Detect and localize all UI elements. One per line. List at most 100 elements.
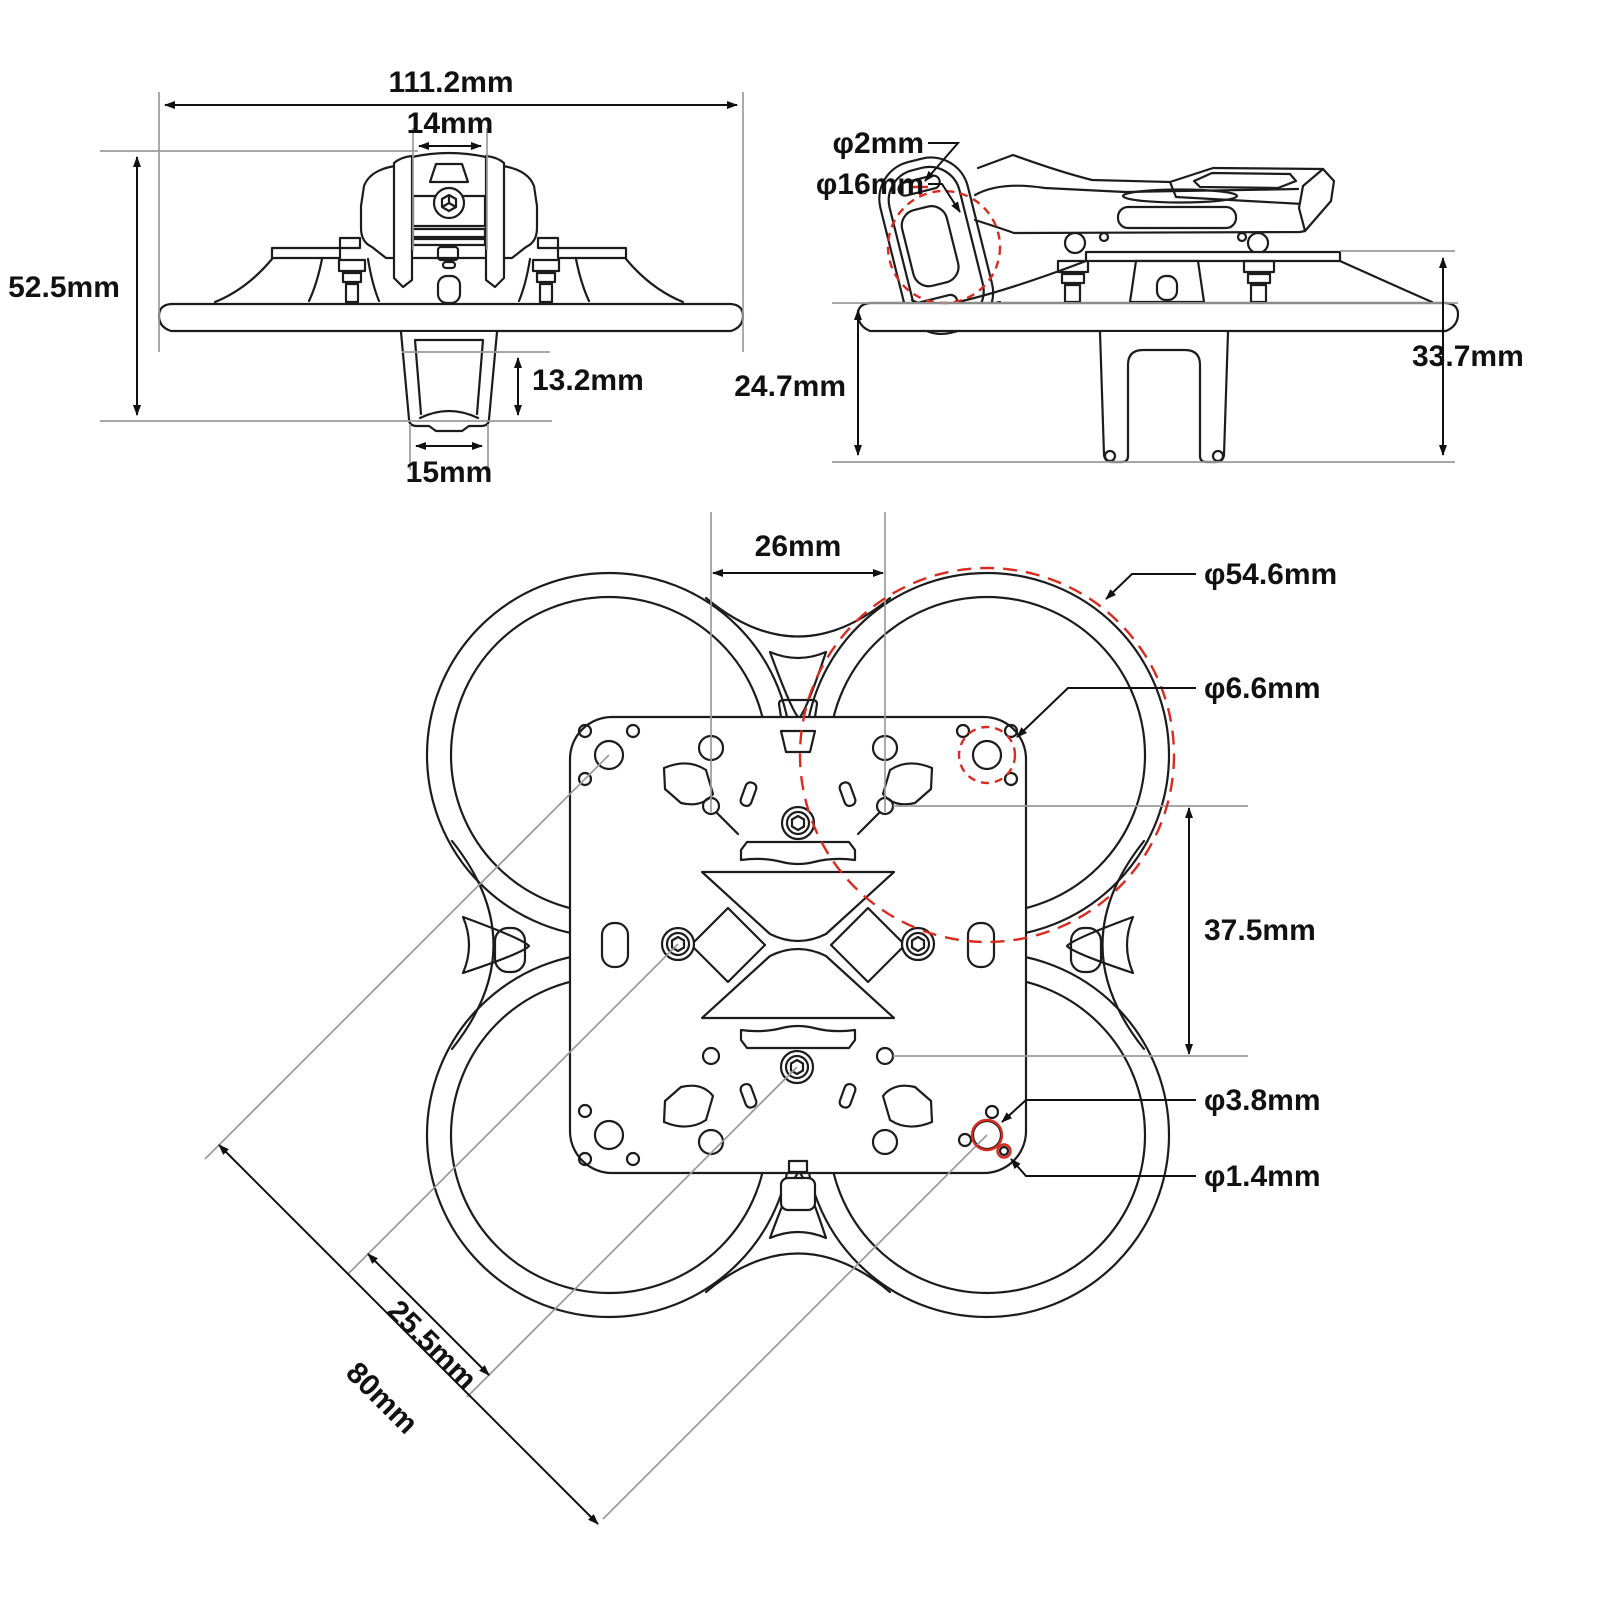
- leader-pin-hole: [1010, 1158, 1196, 1177]
- screw-head: [784, 1054, 810, 1080]
- screw-hex: [670, 935, 686, 953]
- center-post: [1128, 259, 1206, 304]
- front-drawing: [157, 151, 745, 433]
- angled-slot: [739, 1082, 758, 1109]
- screw-head: [665, 931, 691, 957]
- side-bolt-stack-right: [1242, 259, 1276, 304]
- dim-arrow-diagonal: [218, 1144, 599, 1525]
- dim-label-mount-width: 14mm: [407, 107, 494, 140]
- dim-label-battery-depth: 13.2mm: [532, 364, 644, 397]
- plate-mounting-holes: [697, 734, 899, 1156]
- camera-tab-slot: [779, 729, 817, 754]
- side-duct-deck: [856, 301, 1460, 333]
- standoff-ball-right: [1246, 231, 1270, 255]
- dim-label-row-spacing: 37.5mm: [1204, 914, 1316, 947]
- angled-slot: [838, 1082, 857, 1109]
- mid-plate-left: [270, 246, 342, 260]
- dim-label-duct-diameter: φ54.6mm: [1204, 558, 1337, 591]
- motor-hole-small: [577, 1103, 593, 1119]
- skirt-curves: [213, 257, 685, 304]
- plate-slot-right: [966, 921, 996, 969]
- motor-hole-small: [577, 723, 593, 739]
- duct-diameter-circle: [798, 566, 1176, 944]
- leader-motor-hole: [1016, 687, 1196, 738]
- dim-label-motor-hole: φ6.6mm: [1204, 672, 1321, 705]
- leader-strap-hole: [924, 142, 961, 182]
- angled-slots: [739, 781, 857, 1109]
- front-dimensions: 111.2mm 14mm 52.5mm 13.2mm 15mm: [8, 66, 738, 489]
- webbing-slot-right: [1069, 926, 1103, 974]
- webbing-slot-left: [493, 926, 527, 974]
- dim-label-hole-spacing: 26mm: [755, 530, 842, 563]
- fork-foot-left: [1103, 449, 1117, 463]
- frame-top-plate: [1084, 250, 1342, 263]
- bolt-stack-left: [337, 258, 367, 304]
- pin-hole-circle: [996, 1143, 1012, 1159]
- top-construction-lines: [204, 512, 1248, 1520]
- motor-hole-circle: [957, 725, 1017, 785]
- front-construction-lines: [100, 92, 744, 470]
- pylon-cap-left: [338, 236, 362, 250]
- canopy-screw-right: [1236, 231, 1248, 243]
- top-drawing: [425, 571, 1171, 1319]
- front-extension-lines: [100, 92, 744, 470]
- dim-label-mount-hole: φ3.8mm: [1204, 1084, 1321, 1117]
- bolt-stack-right: [531, 258, 561, 304]
- strap-hole-cross: [912, 179, 928, 195]
- top-extension-lines: [204, 512, 1248, 1520]
- motor-hole-small: [625, 723, 641, 739]
- dim-label-pin-hole: φ1.4mm: [1204, 1160, 1321, 1193]
- duct-deck: [157, 302, 745, 333]
- camera-plate-left: [392, 154, 414, 289]
- dim-label-grommet-ring: φ16mm: [816, 168, 924, 201]
- side-construction-lines: [832, 250, 1458, 463]
- strap-slot-bottom: [739, 1024, 857, 1050]
- dim-label-total-width: 111.2mm: [388, 66, 513, 99]
- motor-hole-small: [625, 1151, 641, 1167]
- screw-hex: [790, 814, 806, 832]
- front-view: 111.2mm 14mm 52.5mm 13.2mm 15mm: [8, 66, 745, 489]
- webbing-saddles: [450, 596, 1146, 1294]
- main-plate: [568, 715, 1028, 1175]
- canopy-ridge: [973, 153, 1172, 197]
- motor-hole-center: [971, 739, 1003, 771]
- motor-hole-small: [577, 771, 593, 787]
- canopy-side-slot: [1116, 205, 1238, 230]
- dim-label-total-height: 52.5mm: [8, 271, 120, 304]
- top-dimensions: 26mm 37.5mm φ54.6mm φ6.6mm φ3.8mm φ1.4mm…: [218, 530, 1337, 1525]
- dim-label-diagonal: 80mm: [339, 1356, 424, 1441]
- plate-bottom-tab: [779, 1176, 817, 1212]
- dim-label-strap-hole: φ2mm: [833, 127, 925, 160]
- stack-screw-right: [900, 926, 936, 962]
- side-dimensions: φ2mm φ16mm 24.7mm 33.7mm: [734, 127, 1524, 456]
- motor-hole-small: [955, 723, 971, 739]
- motor-pad-front-left: [577, 723, 641, 787]
- plate-bottom-notch: [787, 1159, 809, 1174]
- top-view: 26mm 37.5mm φ54.6mm φ6.6mm φ3.8mm φ1.4mm…: [204, 512, 1337, 1525]
- battery-mount: [399, 330, 499, 433]
- top-red-highlights: [798, 566, 1176, 1159]
- canopy-screw-left: [1098, 231, 1110, 243]
- motor-hole-small: [984, 1104, 1000, 1120]
- leader-duct-diameter: [1105, 573, 1196, 600]
- x-brace-cutouts: [689, 870, 907, 1020]
- motor-hole-center: [593, 1119, 625, 1151]
- dim-label-battery-width: 15mm: [406, 456, 493, 489]
- plate-top-tab: [777, 698, 819, 719]
- battery-fork: [1098, 330, 1230, 464]
- side-drawing: [856, 153, 1460, 464]
- stack-tab-small: [441, 260, 457, 270]
- motor-hole-small: [1003, 771, 1019, 787]
- motor-hole-center: [593, 739, 625, 771]
- screw-hex: [910, 935, 926, 953]
- camera-screw-socket: [440, 193, 458, 213]
- angled-slot: [739, 781, 758, 808]
- mid-plate-right: [556, 246, 628, 260]
- side-bolt-stack-left: [1056, 259, 1090, 304]
- motor-hole-small: [957, 1132, 973, 1148]
- screw-head: [905, 931, 931, 957]
- bracket-hole: [900, 205, 960, 288]
- standoff-ball-left: [1063, 231, 1087, 255]
